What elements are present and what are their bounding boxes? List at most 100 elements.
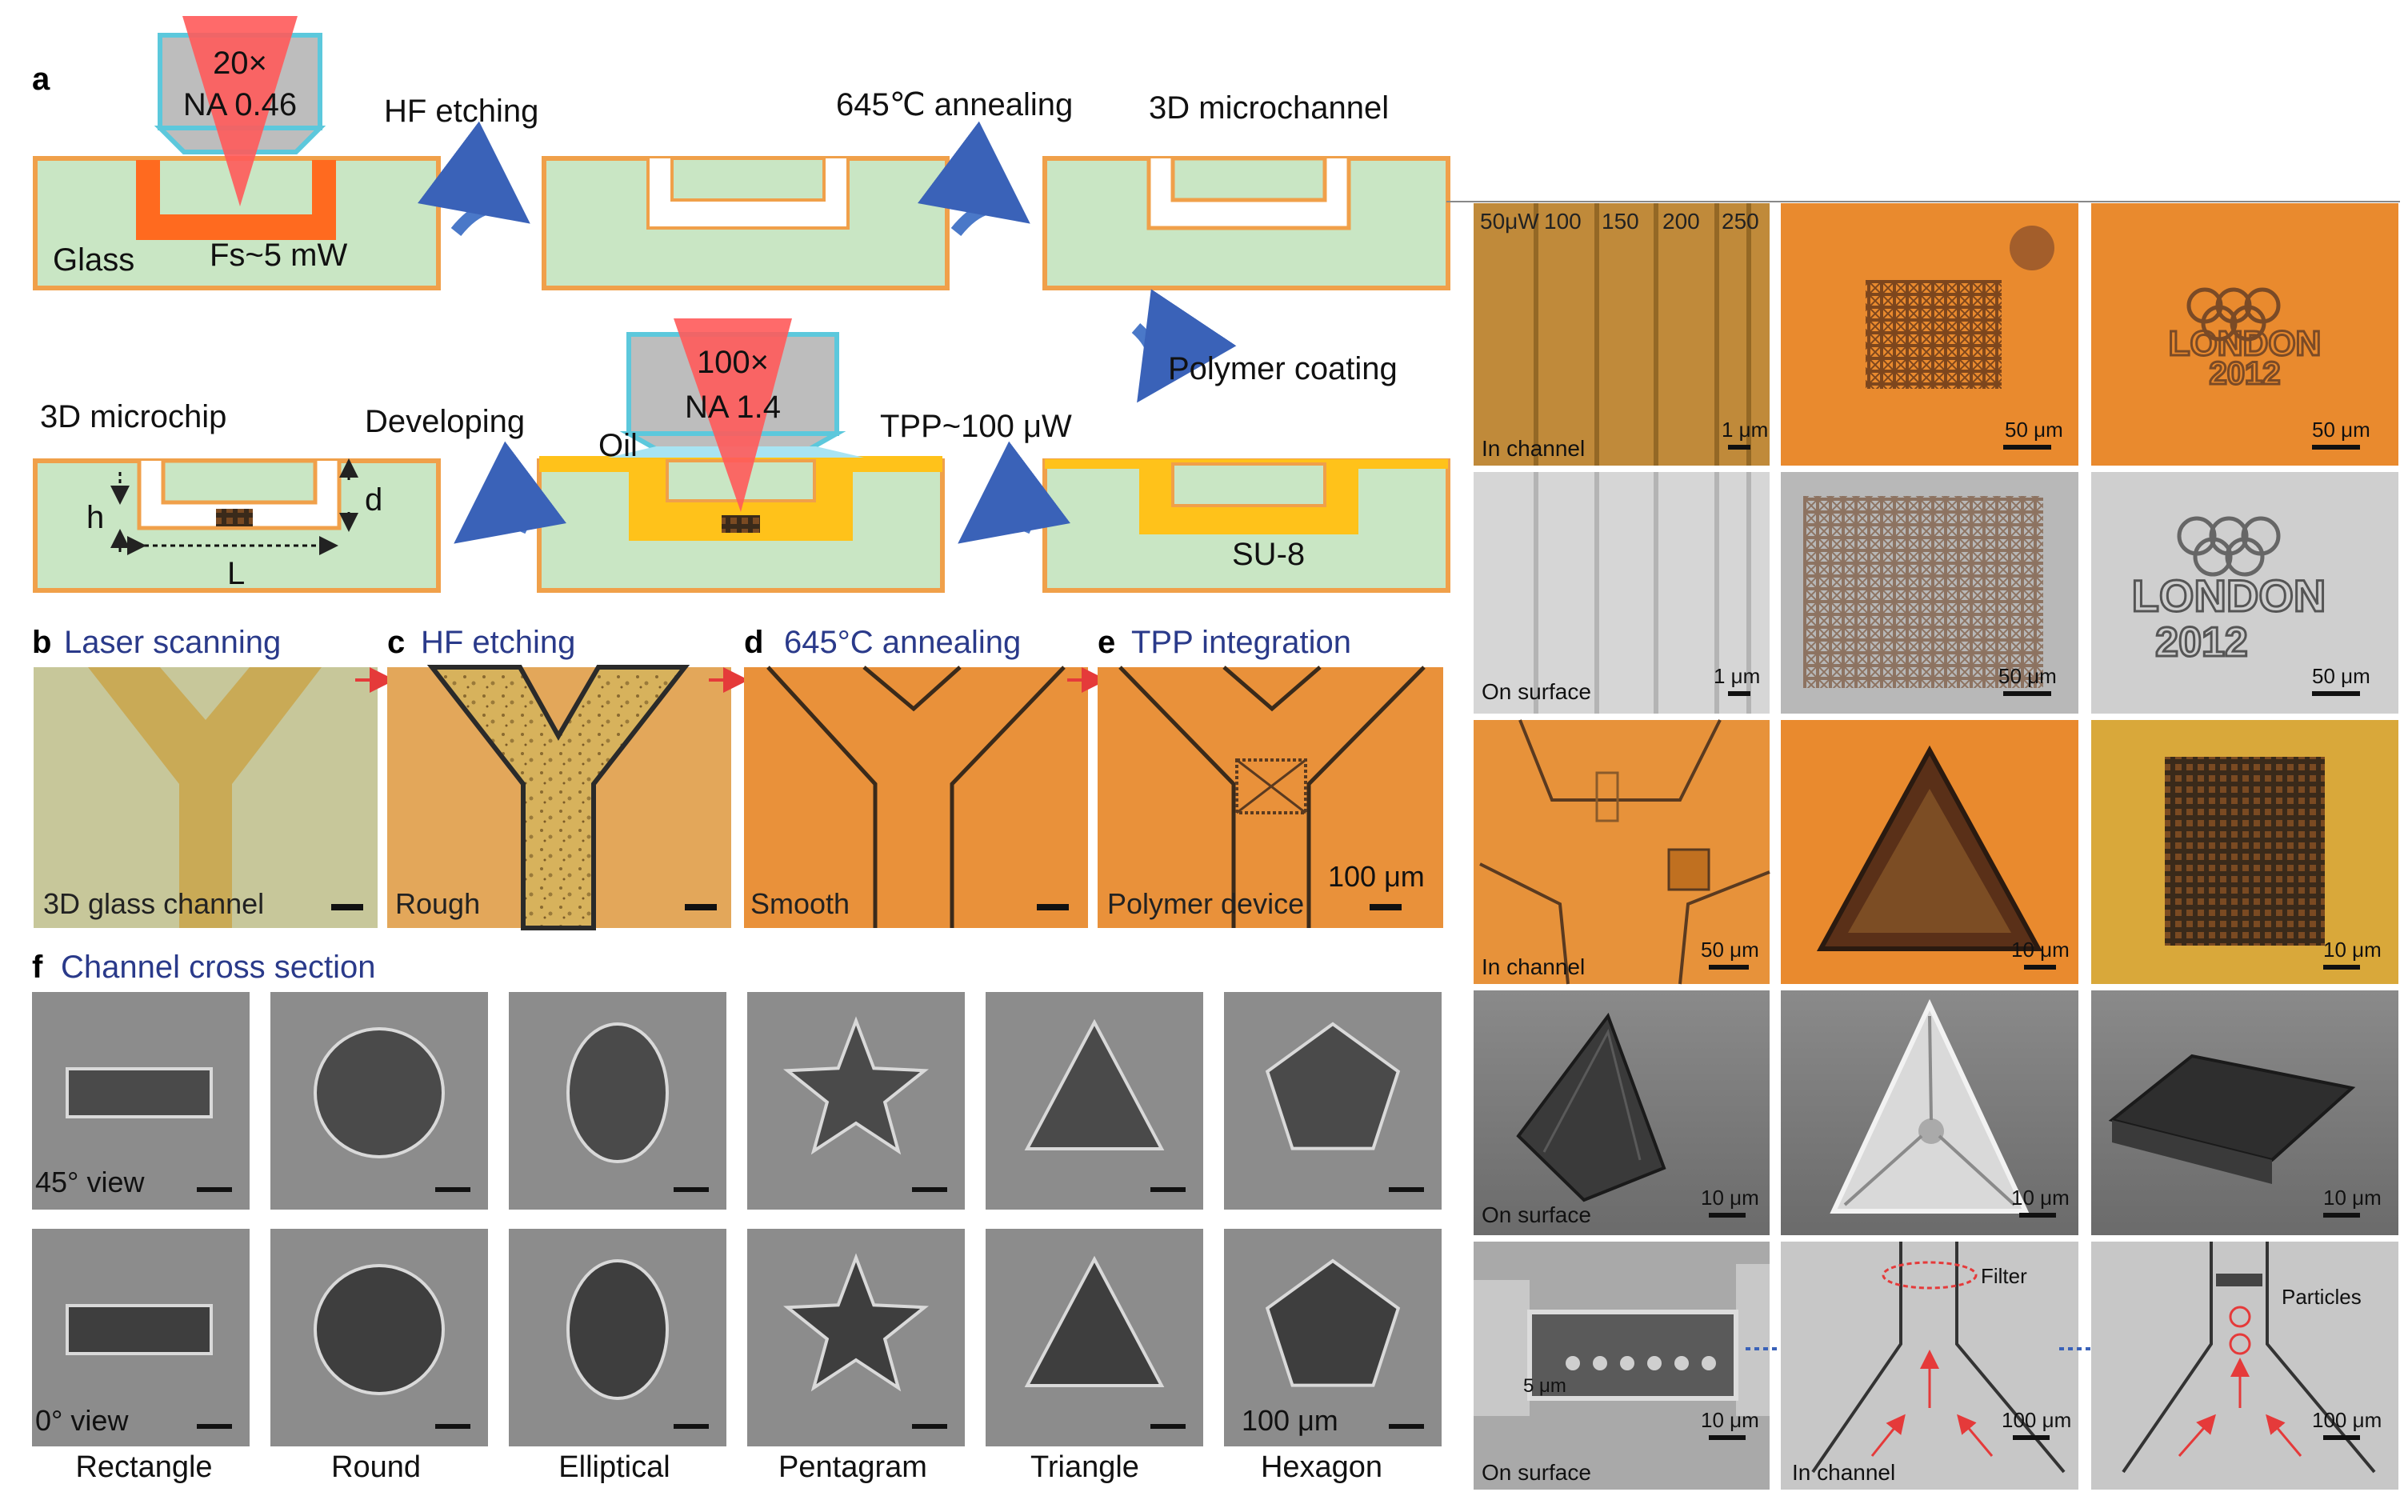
svg-text:50 μm: 50 μm (1998, 664, 2057, 688)
svg-text:NA 0.46: NA 0.46 (183, 87, 297, 122)
shape-label-elliptical: Elliptical (558, 1450, 670, 1484)
svg-text:Developing: Developing (365, 404, 525, 439)
panel-a: a 20× NA 0.46 Glass Fs~5 mW HF etching 6… (32, 16, 1450, 593)
grid-r1c3: LONDON 2012 50 μm (2091, 203, 2398, 466)
view-45-label: 45° view (35, 1166, 145, 1198)
view-0-label: 0° view (35, 1404, 129, 1437)
svg-text:20×: 20× (213, 46, 267, 81)
sem-tile-pentagram-0 (747, 1229, 965, 1446)
svg-text:50 μm: 50 μm (1701, 938, 1759, 962)
grid-r5c2: Filter In channel 100 μm (1781, 1242, 2078, 1490)
shape-label-hexagon: Hexagon (1261, 1450, 1382, 1484)
grid-r5c1: 5 μm On surface 10 μm (1474, 1242, 1770, 1490)
svg-text:100×: 100× (697, 345, 769, 380)
sem-tile-rectangle-45 (32, 992, 250, 1210)
sem-tile-round-45 (270, 992, 488, 1210)
grid-r5c3: Particles 100 μm (2091, 1242, 2398, 1490)
sem-tile-triangle-0 (986, 1229, 1203, 1446)
step-laser-writing: 20× NA 0.46 Glass Fs~5 mW (33, 16, 441, 290)
photo-annealing: Smooth (744, 666, 1088, 928)
grid-r3c3: 10 μm (2091, 720, 2398, 984)
arrow-2 (917, 121, 1030, 237)
svg-text:h: h (86, 500, 104, 535)
arrow-5 (454, 441, 567, 544)
image-grid: 50μW 100 150 200 250 In channel 1 μm 50 … (1446, 201, 2400, 1490)
arrow-4 (958, 441, 1071, 544)
grid-r2c3: LONDON 2012 50 μm (2091, 472, 2398, 714)
svg-text:LONDON: LONDON (2132, 570, 2326, 621)
svg-text:HF etching: HF etching (421, 625, 575, 660)
sem-tile-triangle-45 (986, 992, 1203, 1210)
svg-text:50 μm: 50 μm (2312, 664, 2370, 688)
grid-r4c1: On surface 10 μm (1474, 990, 1770, 1235)
svg-text:Laser scanning: Laser scanning (64, 625, 281, 660)
svg-text:10 μm: 10 μm (2323, 938, 2382, 962)
svg-text:Smooth: Smooth (750, 887, 850, 920)
sem-tile-pentagram-45 (747, 992, 965, 1210)
photo-tpp-integration: Polymer device 100 μm (1098, 666, 1443, 928)
svg-text:100 μm: 100 μm (2002, 1408, 2071, 1432)
sem-tile-elliptical-0 (509, 1229, 726, 1446)
svg-text:LONDON: LONDON (2169, 324, 2322, 363)
svg-text:645℃ annealing: 645℃ annealing (836, 87, 1073, 122)
svg-text:In channel: In channel (1482, 954, 1585, 979)
svg-text:On surface: On surface (1482, 1460, 1591, 1485)
sem-tile-hexagon-0 (1224, 1229, 1442, 1446)
svg-text:2012: 2012 (2155, 619, 2248, 666)
svg-text:100: 100 (1544, 209, 1582, 234)
row-b-e: b Laser scanning 3D glass channel c HF e… (32, 625, 1443, 930)
svg-text:645°C annealing: 645°C annealing (784, 625, 1021, 660)
svg-text:200: 200 (1662, 209, 1700, 234)
grid-r1c1: 50μW 100 150 200 250 In channel 1 μm (1474, 203, 1770, 466)
svg-text:3D glass channel: 3D glass channel (43, 887, 264, 920)
panel-a-letter: a (32, 62, 50, 97)
panel-f: f Channel cross section 45° view 0° view… (32, 950, 1442, 1484)
svg-text:10 μm: 10 μm (2323, 1186, 2382, 1210)
svg-text:5 μm: 5 μm (1523, 1375, 1566, 1397)
photo-hf-etching: Rough (387, 665, 731, 930)
svg-text:3D microchannel: 3D microchannel (1149, 90, 1389, 126)
svg-text:2012: 2012 (2210, 356, 2281, 391)
grid-r4c2: 10 μm (1781, 990, 2078, 1235)
svg-text:NA 1.4: NA 1.4 (685, 390, 781, 425)
sem-tile-round-0 (270, 1229, 488, 1446)
svg-text:1 μm: 1 μm (1714, 664, 1760, 688)
grid-r4c3: 10 μm (2091, 990, 2398, 1235)
svg-text:In channel: In channel (1792, 1460, 1895, 1485)
svg-text:3D microchip: 3D microchip (40, 399, 226, 434)
step-su8: SU-8 (1042, 458, 1450, 593)
grid-r3c1: In channel 50 μm (1474, 719, 1770, 985)
svg-text:d: d (365, 482, 382, 518)
sem-tile-elliptical-45 (509, 992, 726, 1210)
svg-text:Rough: Rough (395, 887, 480, 920)
svg-text:1 μm: 1 μm (1722, 418, 1768, 442)
svg-text:TPP integration: TPP integration (1131, 625, 1351, 660)
svg-text:100 μm: 100 μm (1328, 860, 1425, 893)
svg-text:Filter: Filter (1981, 1264, 2027, 1288)
step-hf-etching: HF etching (384, 94, 950, 290)
svg-text:On surface: On surface (1482, 679, 1591, 704)
arrow-1 (417, 121, 530, 237)
svg-text:10 μm: 10 μm (2011, 1186, 2070, 1210)
shape-label-pentagram: Pentagram (778, 1450, 927, 1484)
svg-text:In channel: In channel (1482, 436, 1585, 461)
svg-text:f: f (32, 950, 43, 985)
svg-text:d: d (744, 625, 763, 660)
svg-text:b: b (32, 625, 51, 660)
arrow-3 (1131, 289, 1237, 403)
step-tpp: TPP~100 μW 100× NA 1.4 Oil (537, 318, 1072, 593)
svg-text:L: L (227, 556, 245, 591)
svg-text:Channel cross section: Channel cross section (61, 950, 376, 985)
svg-text:50μW: 50μW (1480, 209, 1539, 234)
shape-label-round: Round (331, 1450, 421, 1484)
svg-text:50 μm: 50 μm (2312, 418, 2370, 442)
svg-text:On surface: On surface (1482, 1202, 1591, 1227)
grid-r3c2: 10 μm (1781, 720, 2078, 984)
svg-text:SU-8: SU-8 (1232, 537, 1305, 572)
svg-text:10 μm: 10 μm (1701, 1186, 1759, 1210)
step-annealing: 645℃ annealing 3D microchannel (836, 87, 1450, 290)
svg-text:e: e (1098, 625, 1115, 660)
svg-text:100 μm: 100 μm (2312, 1408, 2382, 1432)
shape-label-rectangle: Rectangle (75, 1450, 212, 1484)
laser-beam (182, 16, 298, 206)
